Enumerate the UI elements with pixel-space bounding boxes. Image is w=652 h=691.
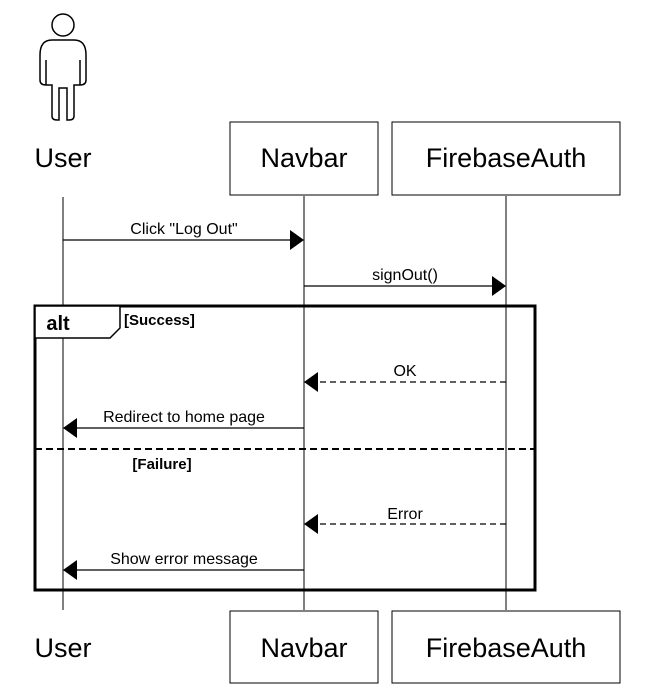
navbar-label-top: Navbar bbox=[260, 143, 347, 173]
user-label-bottom: User bbox=[34, 633, 91, 663]
guard-failure: [Failure] bbox=[132, 456, 191, 473]
alt-keyword: alt bbox=[46, 313, 70, 335]
show-error-label: Show error message bbox=[110, 551, 258, 568]
redirect-label: Redirect to home page bbox=[103, 409, 265, 426]
signout-label: signOut() bbox=[372, 267, 438, 284]
firebase-label-top: FirebaseAuth bbox=[426, 143, 587, 173]
navbar-box-bottom bbox=[229, 610, 379, 684]
user-actor-icon bbox=[39, 13, 87, 121]
ok-label: OK bbox=[393, 363, 416, 380]
navbar-box-top bbox=[229, 121, 379, 196]
user-label-top: User bbox=[34, 143, 91, 173]
ok-arrowhead bbox=[304, 372, 318, 392]
show-error-arrowhead bbox=[63, 560, 77, 580]
guard-success: [Success] bbox=[124, 312, 195, 329]
firebase-box-top bbox=[391, 121, 621, 196]
click-logout-arrowhead bbox=[290, 230, 304, 250]
click-logout-label: Click "Log Out" bbox=[130, 221, 237, 238]
redirect-arrowhead bbox=[63, 418, 77, 438]
firebase-label-bottom: FirebaseAuth bbox=[426, 633, 587, 663]
error-label: Error bbox=[387, 506, 423, 523]
firebase-box-bottom bbox=[391, 610, 621, 684]
signout-arrowhead bbox=[492, 276, 506, 296]
error-arrowhead bbox=[304, 514, 318, 534]
navbar-label-bottom: Navbar bbox=[260, 633, 347, 663]
alt-fragment-tag bbox=[34, 305, 121, 339]
